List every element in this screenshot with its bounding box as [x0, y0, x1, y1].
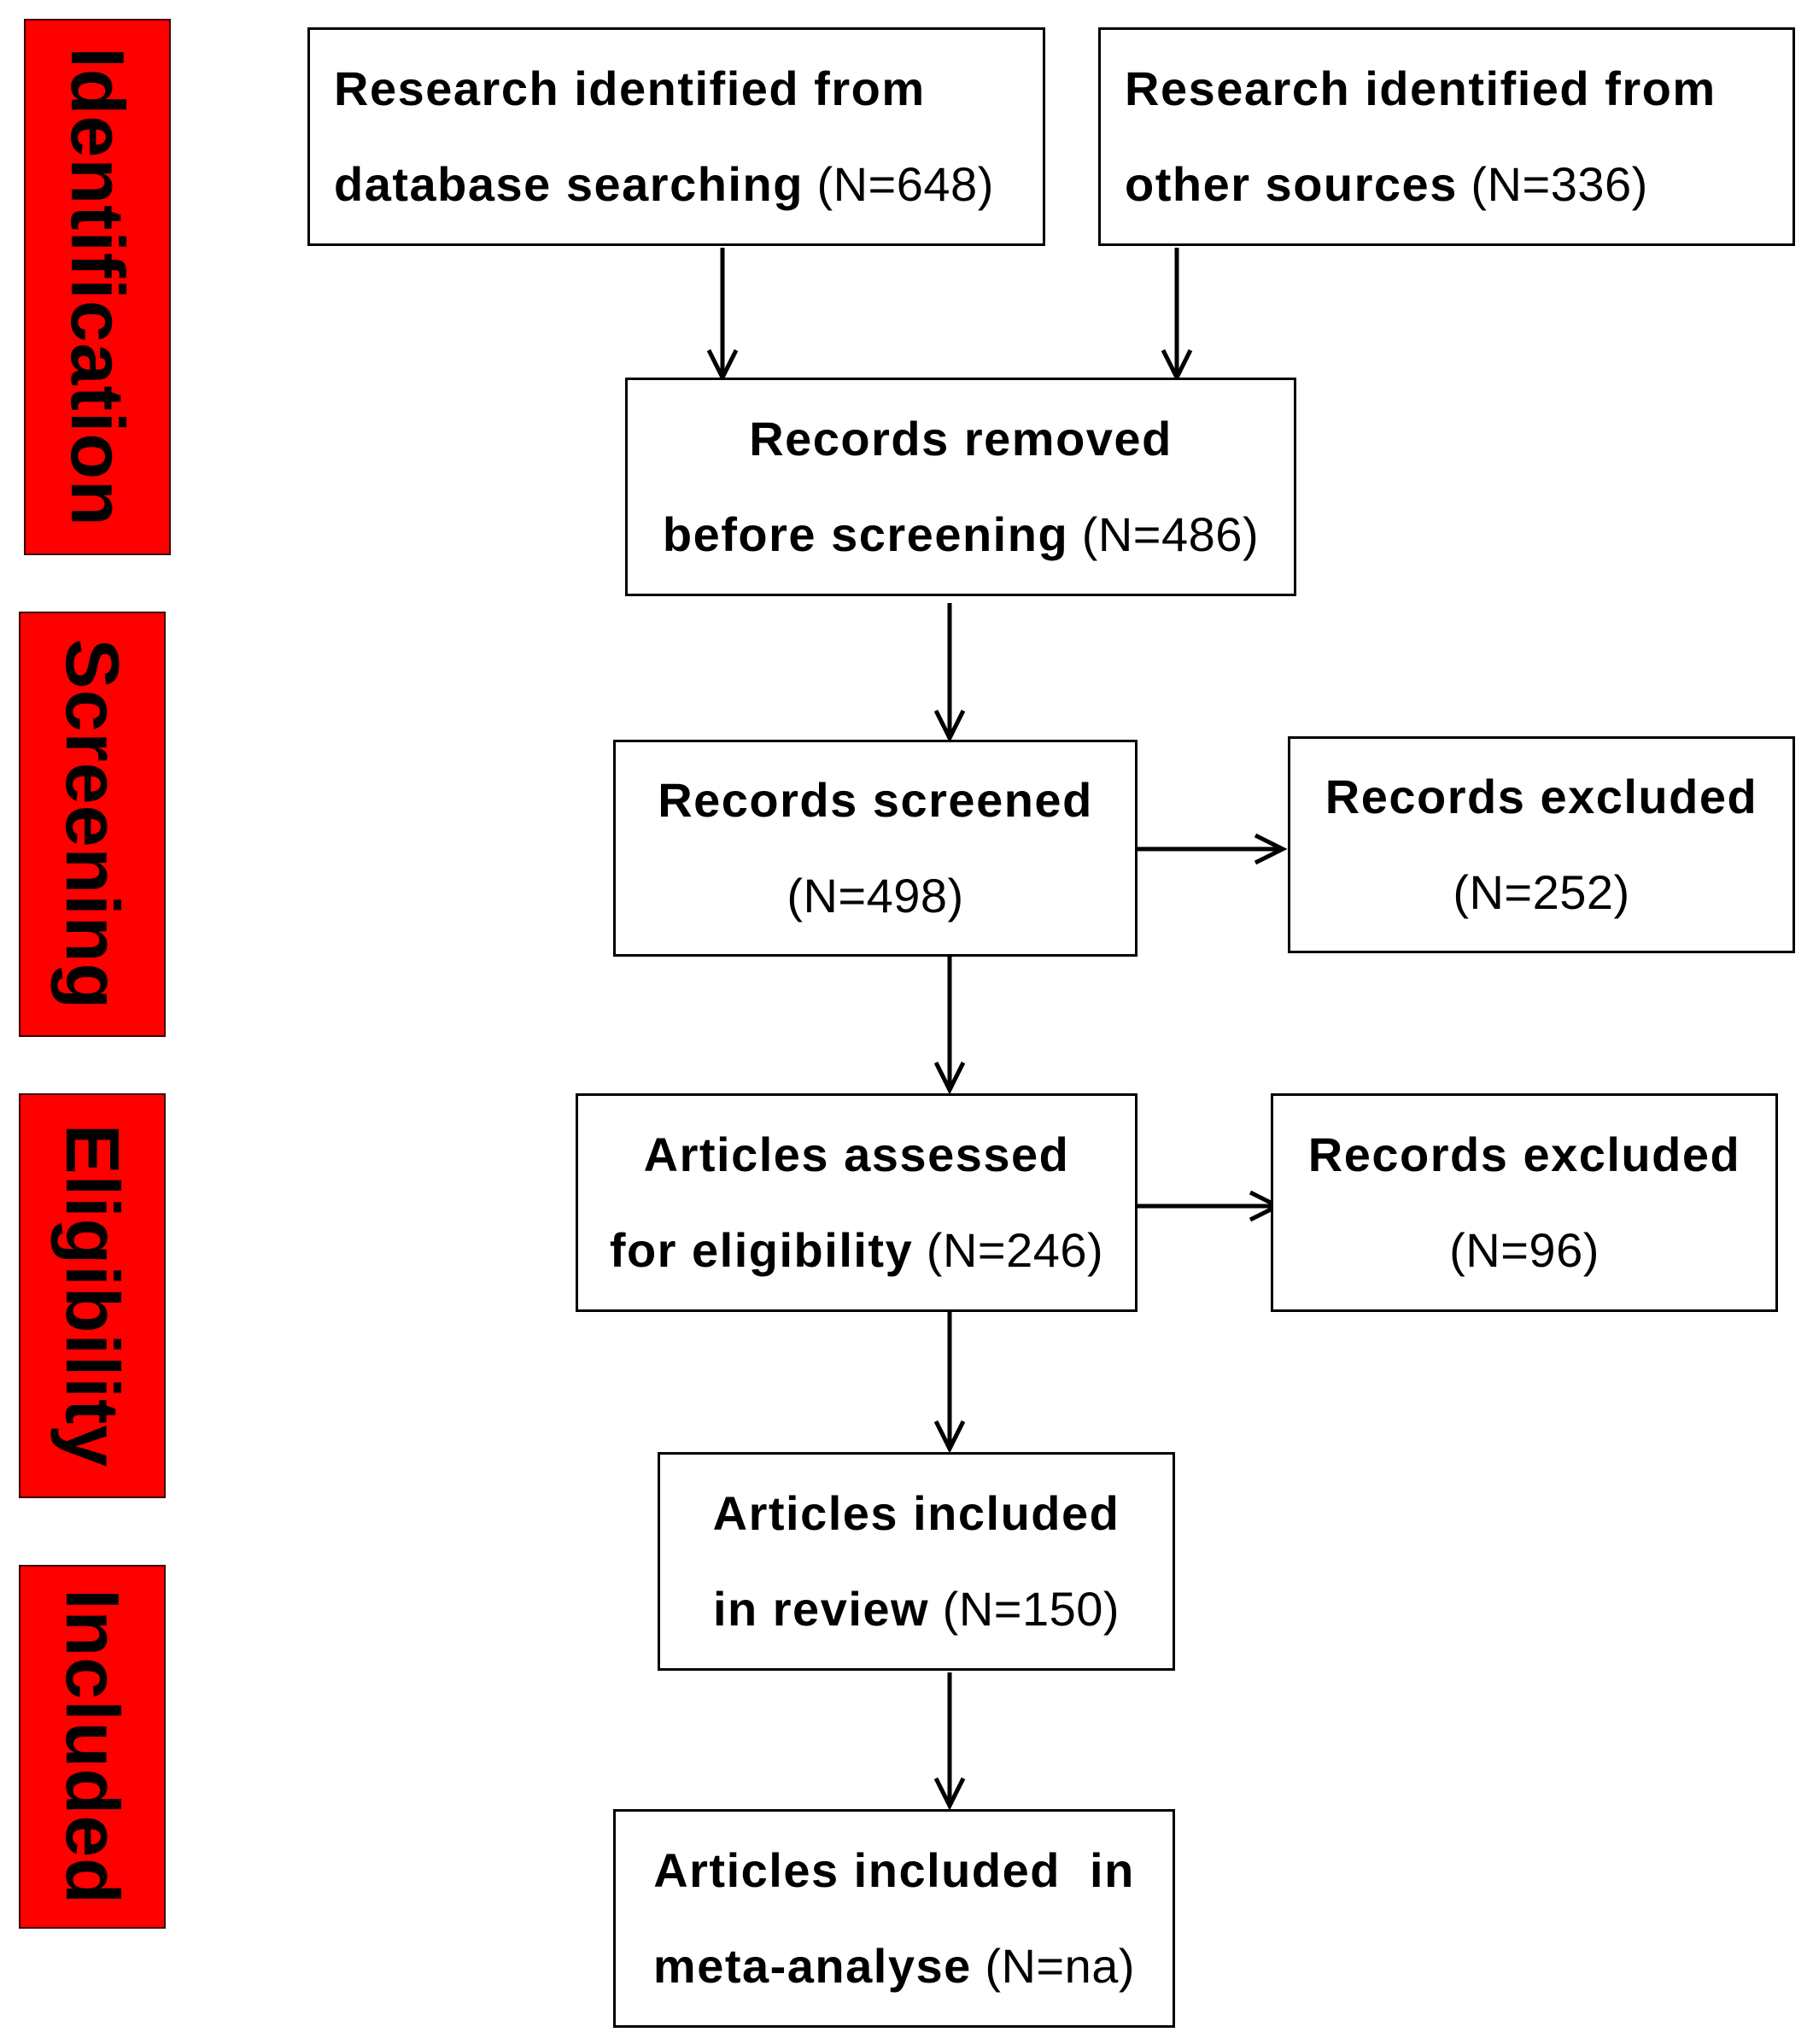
screened-line1: Records screened [658, 773, 1093, 827]
box-records-removed: Records removed before screening (N=486) [625, 378, 1296, 596]
phase-eligibility: Eligibility [19, 1093, 166, 1498]
box-database-searching: Research identified from database search… [307, 27, 1045, 246]
screened-count: (N=498) [787, 869, 964, 922]
database-line2: database searching [334, 157, 804, 211]
meta-line1: Articles included in [653, 1843, 1135, 1897]
review-line1: Articles included [712, 1486, 1120, 1540]
arrowhead-review-down [933, 1777, 966, 1811]
eligibility-line1: Articles assessed [643, 1127, 1070, 1181]
arrowhead-eligibility-down [933, 1420, 966, 1454]
arrowhead-screened-right [1254, 833, 1288, 865]
box-articles-assessed: Articles assessed for eligibility (N=246… [576, 1093, 1138, 1312]
eligibility-count: (N=246) [926, 1223, 1104, 1277]
box-other-sources: Research identified from other sources (… [1098, 27, 1795, 246]
removed-line1: Records removed [749, 412, 1173, 466]
excluded-eligibility-count: (N=96) [1449, 1223, 1600, 1277]
box-records-excluded-screening: Records excluded (N=252) [1288, 736, 1795, 953]
phase-screening: Screening [19, 612, 166, 1037]
removed-line2: before screening [662, 507, 1069, 561]
review-line2: in review [712, 1582, 930, 1636]
other-sources-line1: Research identified from [1125, 61, 1717, 115]
meta-line2: meta-analyse [652, 1939, 972, 1993]
box-records-screened: Records screened (N=498) [613, 740, 1138, 957]
removed-count: (N=486) [1081, 507, 1260, 561]
box-records-excluded-eligibility: Records excluded (N=96) [1271, 1093, 1778, 1312]
excluded-screening-line1: Records excluded [1325, 770, 1758, 823]
excluded-screening-count: (N=252) [1453, 865, 1630, 919]
arrowhead-screened-down [933, 1061, 966, 1095]
box-articles-meta-analysis: Articles included in meta-analyse (N=na) [613, 1809, 1175, 2028]
review-count: (N=150) [942, 1582, 1120, 1636]
excluded-eligibility-line1: Records excluded [1307, 1127, 1741, 1181]
box-articles-in-review: Articles included in review (N=150) [658, 1452, 1175, 1671]
meta-count: (N=na) [985, 1939, 1136, 1993]
other-sources-count: (N=336) [1471, 157, 1648, 211]
arrowhead-removed [933, 709, 966, 743]
eligibility-line2: for eligibility [609, 1223, 914, 1277]
other-sources-line2: other sources [1125, 157, 1458, 211]
database-line1: Research identified from [334, 61, 926, 115]
phase-identification: Identification [24, 19, 171, 555]
phase-included: Included [19, 1565, 166, 1929]
database-count: (N=648) [816, 157, 994, 211]
